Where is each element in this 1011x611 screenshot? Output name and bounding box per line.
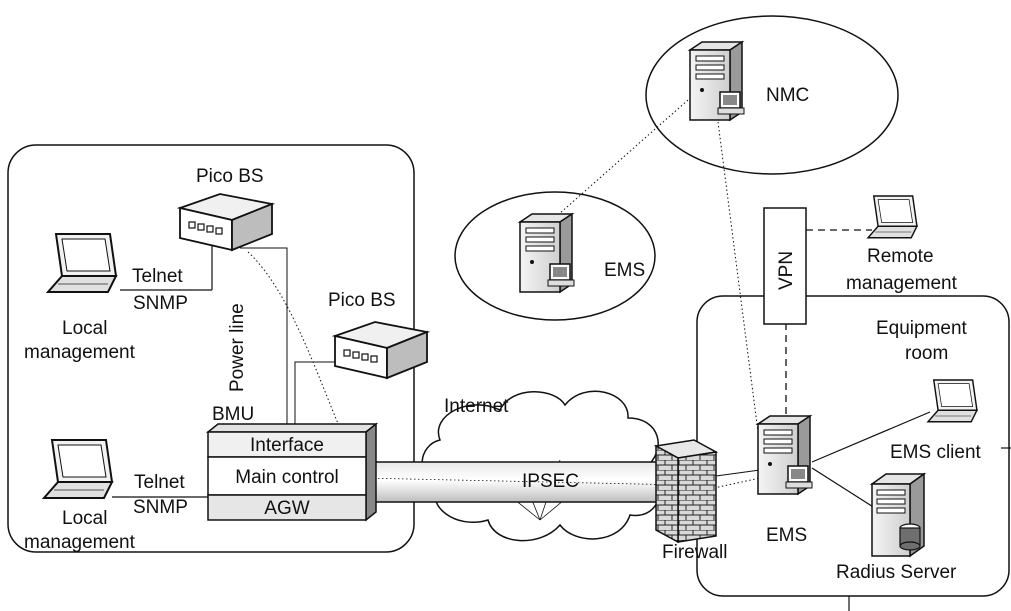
power-line-link bbox=[240, 247, 288, 430]
laptop-icon bbox=[927, 379, 978, 423]
remote-management-label-2: management bbox=[846, 273, 958, 294]
ems-region bbox=[454, 191, 656, 321]
main-control-label: Main control bbox=[235, 467, 339, 488]
link-ems-client bbox=[811, 411, 931, 463]
ems-label-top: EMS bbox=[604, 260, 645, 281]
agw-label: AGW bbox=[264, 498, 309, 519]
telnet-label-top: Telnet bbox=[132, 266, 183, 287]
radius-server-label: Radius Server bbox=[836, 562, 957, 583]
equipment-room-label-2: room bbox=[905, 343, 948, 364]
equipment-room-label: Equipment bbox=[876, 318, 968, 339]
link-ems-radius bbox=[811, 467, 879, 511]
vpn-box bbox=[763, 207, 807, 325]
laptop-icon bbox=[47, 233, 117, 293]
server-tower-icon bbox=[757, 415, 813, 495]
database-server-icon bbox=[869, 472, 927, 558]
dotted-link-nmc-ems bbox=[549, 99, 689, 223]
local-management-label-bottom: Local bbox=[62, 508, 107, 529]
server-tower-icon bbox=[689, 41, 745, 121]
pico-bs-label-2: Pico BS bbox=[328, 290, 396, 311]
power-line-label: Power line bbox=[227, 303, 248, 392]
ems-room-label: EMS bbox=[766, 525, 807, 546]
nmc-label: NMC bbox=[766, 85, 809, 106]
remote-management-label: Remote bbox=[867, 246, 934, 267]
snmp-label-top: SNMP bbox=[133, 293, 188, 314]
dotted-link-firewall-ems bbox=[713, 477, 761, 489]
vpn-label: VPN bbox=[776, 251, 797, 290]
dotted-link-nmc-room bbox=[717, 121, 759, 433]
snmp-label-bottom: SNMP bbox=[133, 497, 188, 518]
bmu-block bbox=[205, 422, 379, 522]
firewall-icon bbox=[653, 439, 719, 544]
local-management-label-top: Local bbox=[62, 318, 107, 339]
pico-bs-box-icon bbox=[179, 193, 273, 251]
local-management-label-top-2: management bbox=[24, 342, 136, 363]
dotted-link-pico-bmu bbox=[247, 251, 361, 471]
laptop-icon bbox=[867, 195, 918, 239]
server-tower-icon bbox=[519, 213, 575, 293]
link-firewall-ems bbox=[715, 469, 761, 477]
laptop-icon bbox=[43, 439, 113, 499]
internet-label: Internet bbox=[444, 396, 509, 417]
interface-label: Interface bbox=[250, 435, 324, 456]
ems-client-label: EMS client bbox=[890, 442, 982, 463]
nmc-region bbox=[645, 15, 899, 175]
telnet-label-bottom: Telnet bbox=[134, 472, 185, 493]
local-management-label-bottom-2: management bbox=[24, 532, 136, 553]
power-line-link-2 bbox=[294, 361, 340, 430]
ipsec-label: IPSEC bbox=[522, 471, 579, 492]
bmu-label: BMU bbox=[212, 404, 254, 425]
pico-bs-box-icon bbox=[334, 321, 428, 379]
pico-bs-label-1: Pico BS bbox=[196, 166, 264, 187]
firewall-label: Firewall bbox=[662, 542, 727, 563]
